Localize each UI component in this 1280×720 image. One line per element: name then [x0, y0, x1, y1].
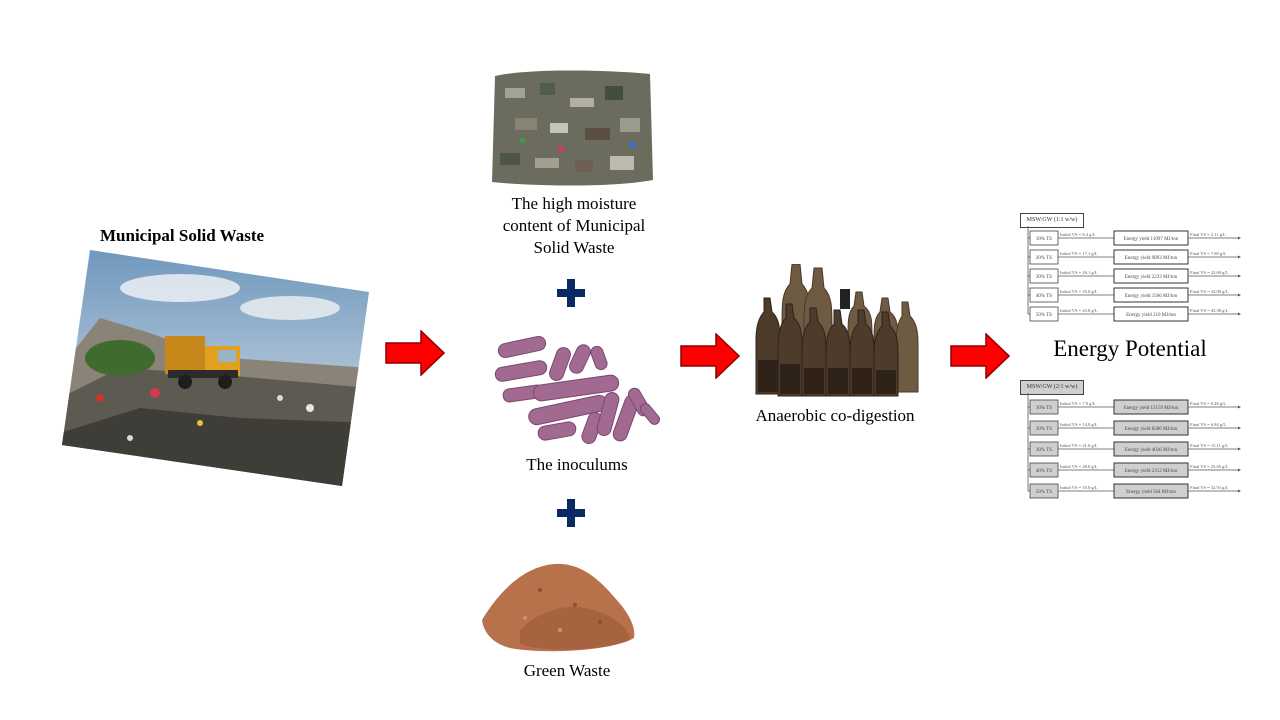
inoculums-caption: The inoculums [526, 455, 628, 474]
initial-vs-label: Initial VS = 21.0 g/L [1060, 443, 1098, 448]
energy-potential-title: Energy Potential [1053, 336, 1207, 361]
arrowhead-icon [1238, 426, 1241, 430]
ts-label: 30% TS [1036, 275, 1052, 280]
arrow-right-icon [385, 330, 445, 376]
msw-title: Municipal Solid Waste [100, 226, 265, 245]
arrowhead-icon [1238, 312, 1241, 316]
ts-label: 40% TS [1036, 294, 1052, 299]
energy-yield-label: Energy yield 2312 MJ/ton [1125, 469, 1178, 474]
plus-icon [557, 279, 585, 307]
moisture-caption-line2: content of Municipal [502, 216, 646, 235]
energy-yield-label: Energy yield 15159 MJ/ton [1124, 406, 1179, 411]
energy-yield-label: Energy yield 2233 MJ/ton [1125, 275, 1178, 280]
landfill-scene-image [62, 250, 369, 486]
ts-label: 20% TS [1036, 427, 1052, 432]
energy-yield-label: Energy yield 11097 MJ/ton [1124, 237, 1179, 242]
initial-vs-label: Initial VS = 17.1 g/L [1060, 251, 1098, 256]
final-vs-label: Final VS = 32.09 g/L [1190, 289, 1229, 294]
arrow-right-icon [680, 333, 740, 379]
green-waste-pile-image [482, 563, 635, 652]
arrowhead-icon [1238, 447, 1241, 451]
initial-vs-label: Initial VS = 28.0 g/L [1060, 464, 1098, 469]
inoculum-bacteria-image [494, 335, 660, 444]
final-vs-label: Final VS = 15.11 g/L [1190, 443, 1228, 448]
moisture-caption: The high moisture content of Municipal S… [488, 193, 660, 259]
arrowhead-icon [1238, 274, 1241, 278]
initial-vs-label: Initial VS = 35.0 g/L [1060, 289, 1098, 294]
energy-yield-label: Energy yield 4036 MJ/ton [1125, 448, 1178, 453]
final-vs-label: Final VS = 7.69 g/L [1190, 251, 1226, 256]
arrowhead-icon [1238, 236, 1241, 240]
energy-yield-label: Energy yield 504 MJ/ton [1126, 490, 1176, 495]
ts-label: 30% TS [1036, 448, 1052, 453]
final-vs-label: Final VS = 2.11 g/L [1190, 232, 1226, 237]
ts-label: 10% TS [1036, 237, 1052, 242]
green-waste-caption: Green Waste [523, 661, 611, 680]
initial-vs-label: Initial VS = 7.0 g/L [1060, 401, 1096, 406]
initial-vs-label: Initial VS = 14.0 g/L [1060, 422, 1098, 427]
landfill-photo [60, 248, 372, 488]
initial-vs-label: Initial VS = 8.4 g/L [1060, 232, 1096, 237]
msw-texture-image [492, 70, 653, 186]
panel-bottom-flowchart: 10% TS Initial VS = 7.0 g/L Energy yield 1… [1027, 393, 1241, 499]
final-vs-label: Final VS = 0.46 g/L [1190, 401, 1226, 406]
final-vs-label: Final VS = 6.84 g/L [1190, 422, 1226, 427]
ts-label: 10% TS [1036, 406, 1052, 411]
final-vs-label: Final VS = 22.69 g/L [1190, 270, 1229, 275]
ts-label: 50% TS [1036, 313, 1052, 318]
moisture-caption-line3: Solid Waste [533, 238, 615, 257]
panel-top-flowchart: 10% TS Initial VS = 8.4 g/L Energy yield 1… [1027, 226, 1241, 322]
arrow-right-icon [950, 333, 1010, 379]
energy-yield-label: Energy yield 9893 MJ/ton [1125, 256, 1178, 261]
initial-vs-label: Initial VS = 35.0 g/L [1060, 485, 1098, 490]
arrowhead-icon [1238, 405, 1241, 409]
moisture-caption-line1: The high moisture [511, 194, 637, 213]
final-vs-label: Final VS = 23.65 g/L [1190, 464, 1229, 469]
digestion-bottles-image [755, 264, 919, 397]
initial-vs-label: Initial VS = 43.8 g/L [1060, 308, 1098, 313]
final-vs-label: Final VS = 43.38 g/L [1190, 308, 1229, 313]
initial-vs-label: Initial VS = 26.1 g/L [1060, 270, 1098, 275]
final-vs-label: Final VS = 32.93 g/L [1190, 485, 1229, 490]
arrowhead-icon [1238, 489, 1241, 493]
arrowhead-icon [1238, 255, 1241, 259]
arrowhead-icon [1238, 293, 1241, 297]
anaerobic-caption: Anaerobic co-digestion [755, 406, 915, 425]
energy-yield-label: Energy yield 210 MJ/ton [1126, 313, 1176, 318]
energy-yield-label: Energy yield 1566 MJ/ton [1125, 294, 1178, 299]
energy-yield-label: Energy yield 8286 MJ/ton [1125, 427, 1178, 432]
plus-icon [557, 499, 585, 527]
ts-label: 40% TS [1036, 469, 1052, 474]
ts-label: 50% TS [1036, 490, 1052, 495]
ts-label: 20% TS [1036, 256, 1052, 261]
arrowhead-icon [1238, 468, 1241, 472]
panel-bottom-title: MSW:GW (2:1 w/w) [1020, 380, 1084, 395]
panel-top-title: MSW:GW (1:1 w/w) [1020, 213, 1084, 228]
